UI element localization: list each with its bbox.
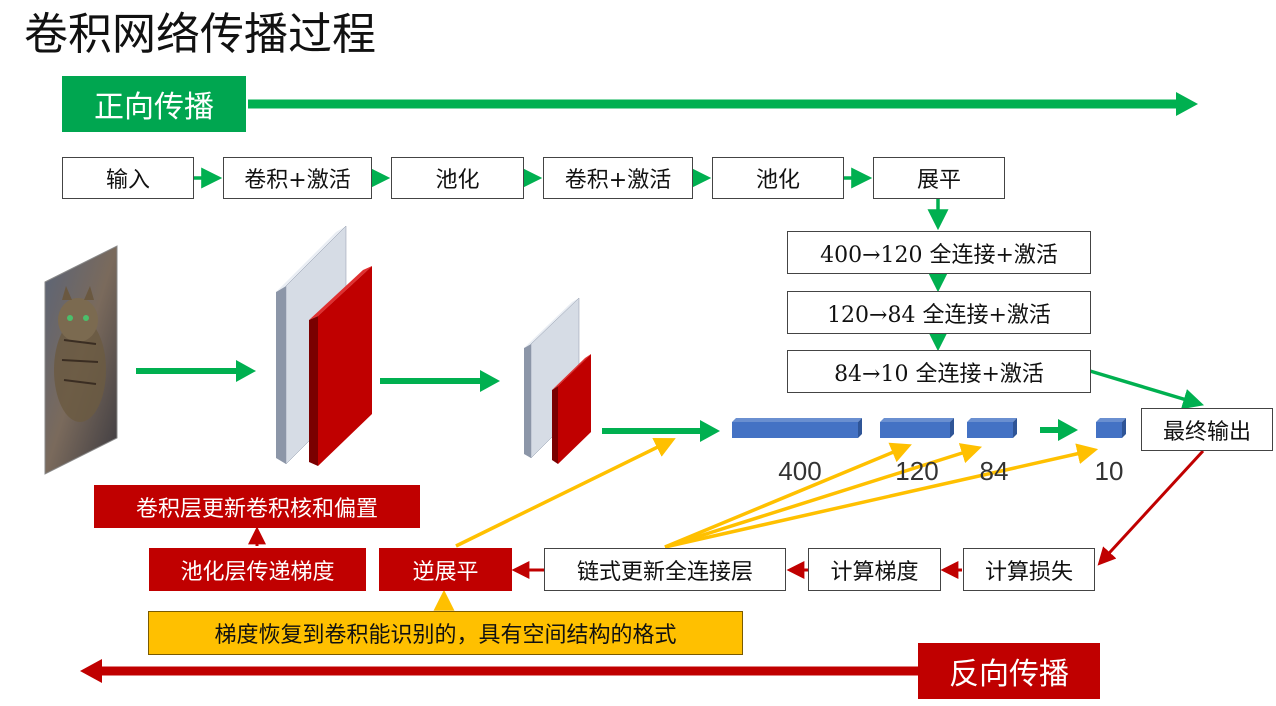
gradient-arrows: [433, 437, 1099, 611]
vector-label-120: 120: [895, 456, 939, 486]
conv-update-box: 卷积层更新卷积核和偏置: [94, 485, 420, 528]
image-flow-arrows: [136, 368, 1064, 434]
forward-propagation-label: 正向传播: [62, 76, 246, 132]
fc-layer-3: 84→10 全连接+激活: [787, 350, 1091, 393]
vector-label-400: 400: [778, 456, 822, 486]
fc-layer-1: 400→120 全连接+激活: [787, 231, 1091, 274]
vector-120: [880, 418, 954, 438]
backward-step-arrows: [248, 449, 1205, 579]
backward-arrow: [80, 659, 920, 683]
compute-gradient-box: 计算梯度: [808, 548, 941, 591]
fc-layer-2: 120→84 全连接+激活: [787, 291, 1091, 334]
pool-grad-box: 池化层传递梯度: [149, 548, 366, 591]
unflatten-box: 逆展平: [379, 548, 512, 591]
pipeline-step-pool1: 池化: [391, 157, 524, 199]
forward-arrow: [248, 92, 1198, 116]
vector-label-10: 10: [1094, 456, 1124, 486]
compute-loss-box: 计算损失: [963, 548, 1095, 591]
input-image: [44, 245, 118, 475]
pipeline-step-conv1: 卷积+激活: [223, 157, 372, 199]
pipeline-step-flatten: 展平: [873, 157, 1005, 199]
vector-label-84: 84: [979, 456, 1009, 486]
pipeline-step-pool2: 池化: [712, 157, 844, 199]
reshape-note-box: 梯度恢复到卷积能识别的，具有空间结构的格式: [148, 611, 743, 655]
final-output-box: 最终输出: [1141, 408, 1273, 451]
image-flow-arrowheads: [236, 360, 1078, 442]
vector-400: [732, 418, 862, 438]
pipeline-arrows: [194, 167, 1205, 410]
backward-propagation-label: 反向传播: [918, 643, 1100, 699]
page-title: 卷积网络传播过程: [24, 9, 376, 60]
feature-map-conv1: [276, 225, 372, 466]
pipeline-step-conv2: 卷积+激活: [543, 157, 693, 199]
pipeline-step-input: 输入: [62, 157, 194, 199]
feature-map-conv2: [524, 297, 591, 464]
vector-84: [967, 418, 1017, 438]
chain-update-fc-box: 链式更新全连接层: [544, 548, 786, 591]
vector-10: [1096, 418, 1126, 438]
